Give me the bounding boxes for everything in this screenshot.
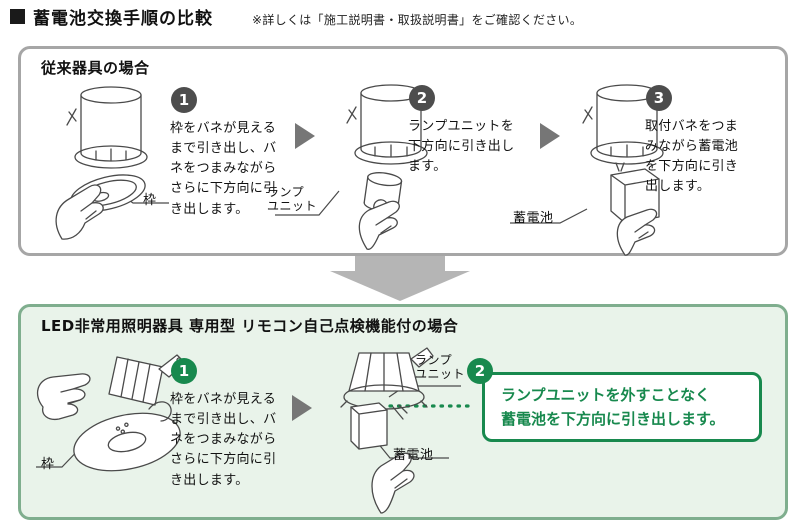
- step-3-badge: 3: [646, 85, 672, 111]
- arrow-right-icon: [295, 123, 315, 149]
- arrow-right-icon: [292, 395, 312, 421]
- arrow-down-stem: [355, 256, 445, 271]
- frame-label: 枠: [143, 193, 157, 208]
- lamp-unit-label: ランプ ユニット: [267, 185, 318, 214]
- page-title: 蓄電池交換手順の比較: [33, 9, 213, 29]
- callout-line-2: 蓄電池を下方向に引き出します。: [501, 410, 725, 428]
- step-2-callout-box: ランプユニットを外すことなく 蓄電池を下方向に引き出します。: [482, 372, 762, 442]
- conventional-step1-fixture-illustration: [55, 86, 148, 240]
- step-2-badge: 2: [467, 358, 493, 384]
- step-3-text: 取付バネをつまみながら蓄電池を下方向に引き出します。: [645, 119, 739, 195]
- conventional-header: 従来器具の場合: [41, 59, 150, 77]
- step-1-text: 枠をバネが見えるまで引き出し、バネをつまみながらさらに下方向に引き出します。: [170, 392, 277, 488]
- led-header: LED非常用照明器具 専用型 リモコン自己点検機能付の場合: [41, 317, 459, 335]
- battery-label: 蓄電池: [513, 211, 554, 226]
- conventional-panel: 従来器具の場合: [18, 46, 788, 256]
- lamp-unit-label: ランプ ユニット: [415, 353, 466, 382]
- step-1-badge: 1: [171, 358, 197, 384]
- title-square-icon: [10, 9, 25, 24]
- led-panel: LED非常用照明器具 専用型 リモコン自己点検機能付の場合: [18, 304, 788, 520]
- step-1-badge: 1: [171, 87, 197, 113]
- arrow-right-icon: [540, 123, 560, 149]
- callout-line-1: ランプユニットを外すことなく: [501, 386, 711, 404]
- step-2-badge: 2: [409, 85, 435, 111]
- battery-label: 蓄電池: [393, 448, 434, 463]
- step-2-text: ランプユニットを下方向に引き出します。: [408, 119, 515, 175]
- arrow-down-head: [330, 271, 470, 301]
- frame-label: 枠: [41, 457, 55, 472]
- step-1-text: 枠をバネが見えるまで引き出し、バネをつまみながらさらに下方向に引き出します。: [170, 121, 277, 217]
- page-note: ※詳しくは「施工説明書・取扱説明書」をご確認ください。: [252, 13, 583, 27]
